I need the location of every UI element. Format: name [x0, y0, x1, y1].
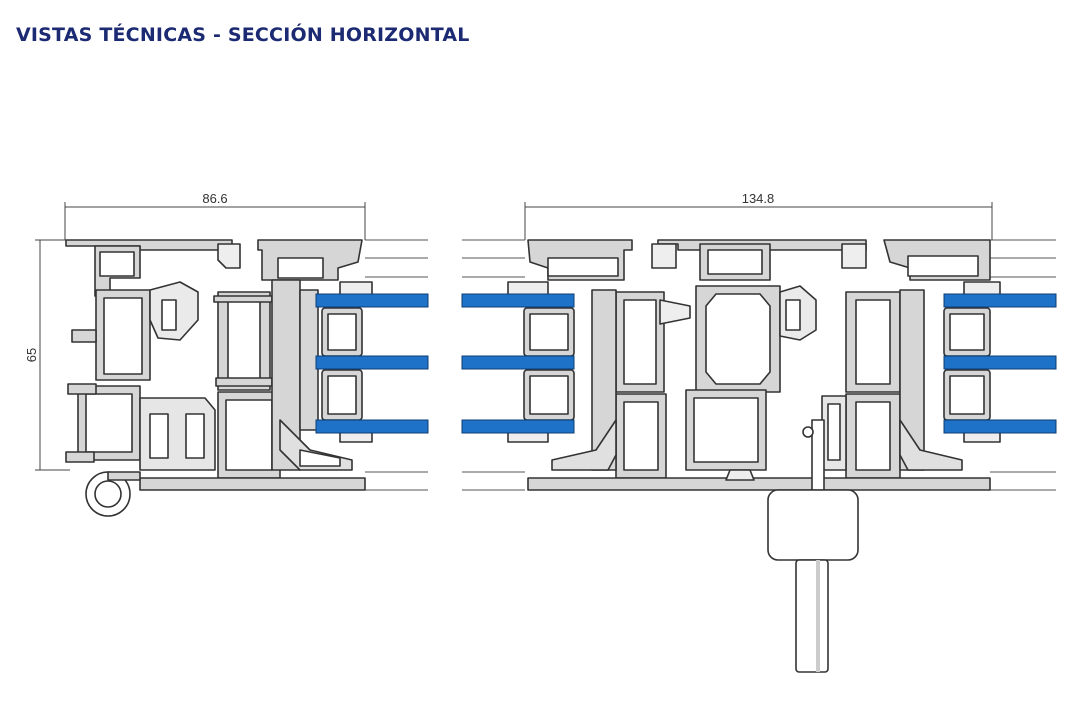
dimension-height: 65 — [24, 348, 39, 362]
page-title: VISTAS TÉCNICAS - SECCIÓN HORIZONTAL — [16, 24, 470, 46]
right-glass-panes — [461, 293, 1057, 434]
reference-lines — [365, 239, 1056, 491]
dimension-lines — [35, 202, 993, 471]
left-frame-section — [65, 239, 373, 517]
dimension-right-width: 134.8 — [742, 191, 775, 206]
dimension-left-width: 86.6 — [202, 191, 227, 206]
right-frame-section — [507, 239, 1001, 673]
left-glass-panes — [315, 293, 429, 434]
